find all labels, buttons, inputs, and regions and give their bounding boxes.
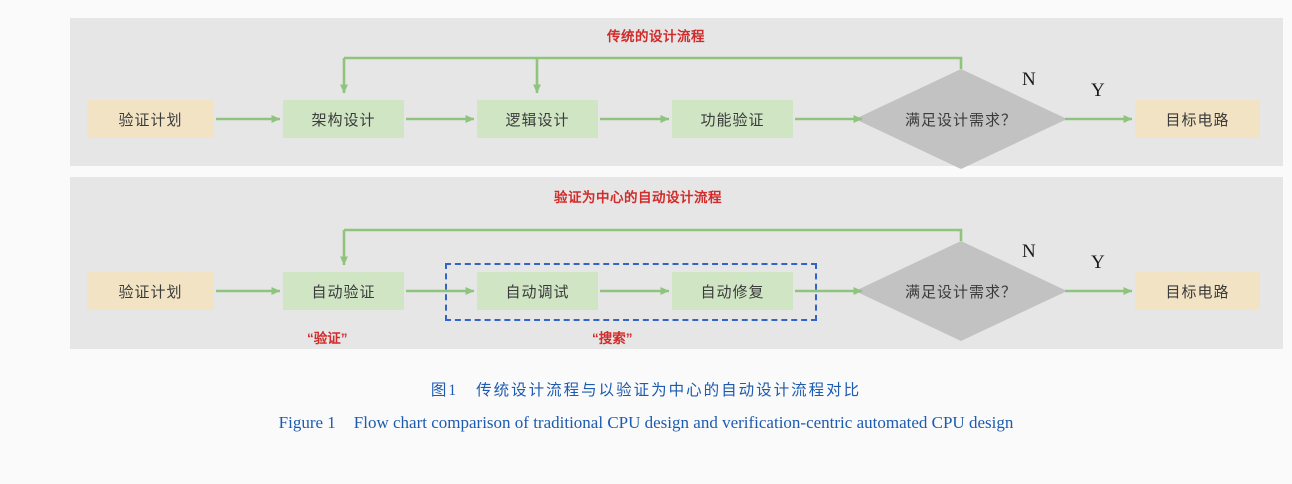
branch-label-yes-automated: Y xyxy=(1091,252,1105,273)
node-logic-design[interactable]: 逻辑设计 xyxy=(477,100,598,138)
caption-english-text: Flow chart comparison of traditional CPU… xyxy=(353,413,1014,432)
node-decision-automated-label: 满足设计需求？ xyxy=(904,283,1017,301)
caption-chinese: 图1 传统设计流程与以验证为中心的自动设计流程对比 xyxy=(0,378,1292,400)
node-auto-verification[interactable]: 自动验证 xyxy=(283,272,404,310)
node-architecture-design[interactable]: 架构设计 xyxy=(283,100,404,138)
node-auto-debug[interactable]: 自动调试 xyxy=(477,272,598,310)
node-verification-plan-automated[interactable]: 验证计划 xyxy=(87,272,214,310)
panel-automated-flow-title: 验证为中心的自动设计流程 xyxy=(554,190,722,205)
node-verification-plan-traditional[interactable]: 验证计划 xyxy=(87,100,214,138)
node-target-circuit-automated[interactable]: 目标电路 xyxy=(1135,272,1260,310)
caption-chinese-number: 图1 xyxy=(430,382,459,399)
node-function-verification[interactable]: 功能验证 xyxy=(672,100,793,138)
node-target-circuit-traditional[interactable]: 目标电路 xyxy=(1135,100,1260,138)
node-decision-traditional-label: 满足设计需求？ xyxy=(904,111,1017,129)
caption-chinese-text: 传统设计流程与以验证为中心的自动设计流程对比 xyxy=(476,382,862,399)
branch-label-no-automated: N xyxy=(1022,241,1036,262)
panel-traditional-flow-title: 传统的设计流程 xyxy=(607,29,705,44)
node-decision-automated[interactable]: 满足设计需求？ xyxy=(855,241,1067,341)
verify-group-label: “验证” xyxy=(307,331,348,346)
caption-english: Figure 1 Flow chart comparison of traditi… xyxy=(0,413,1292,433)
branch-label-yes-traditional: Y xyxy=(1091,80,1105,101)
search-group-label: “搜索” xyxy=(592,331,633,346)
panel-traditional-flow xyxy=(70,18,1283,166)
branch-label-no-traditional: N xyxy=(1022,69,1036,90)
node-auto-repair[interactable]: 自动修复 xyxy=(672,272,793,310)
caption-english-number: Figure 1 xyxy=(278,413,336,432)
node-decision-traditional[interactable]: 满足设计需求？ xyxy=(855,69,1067,169)
